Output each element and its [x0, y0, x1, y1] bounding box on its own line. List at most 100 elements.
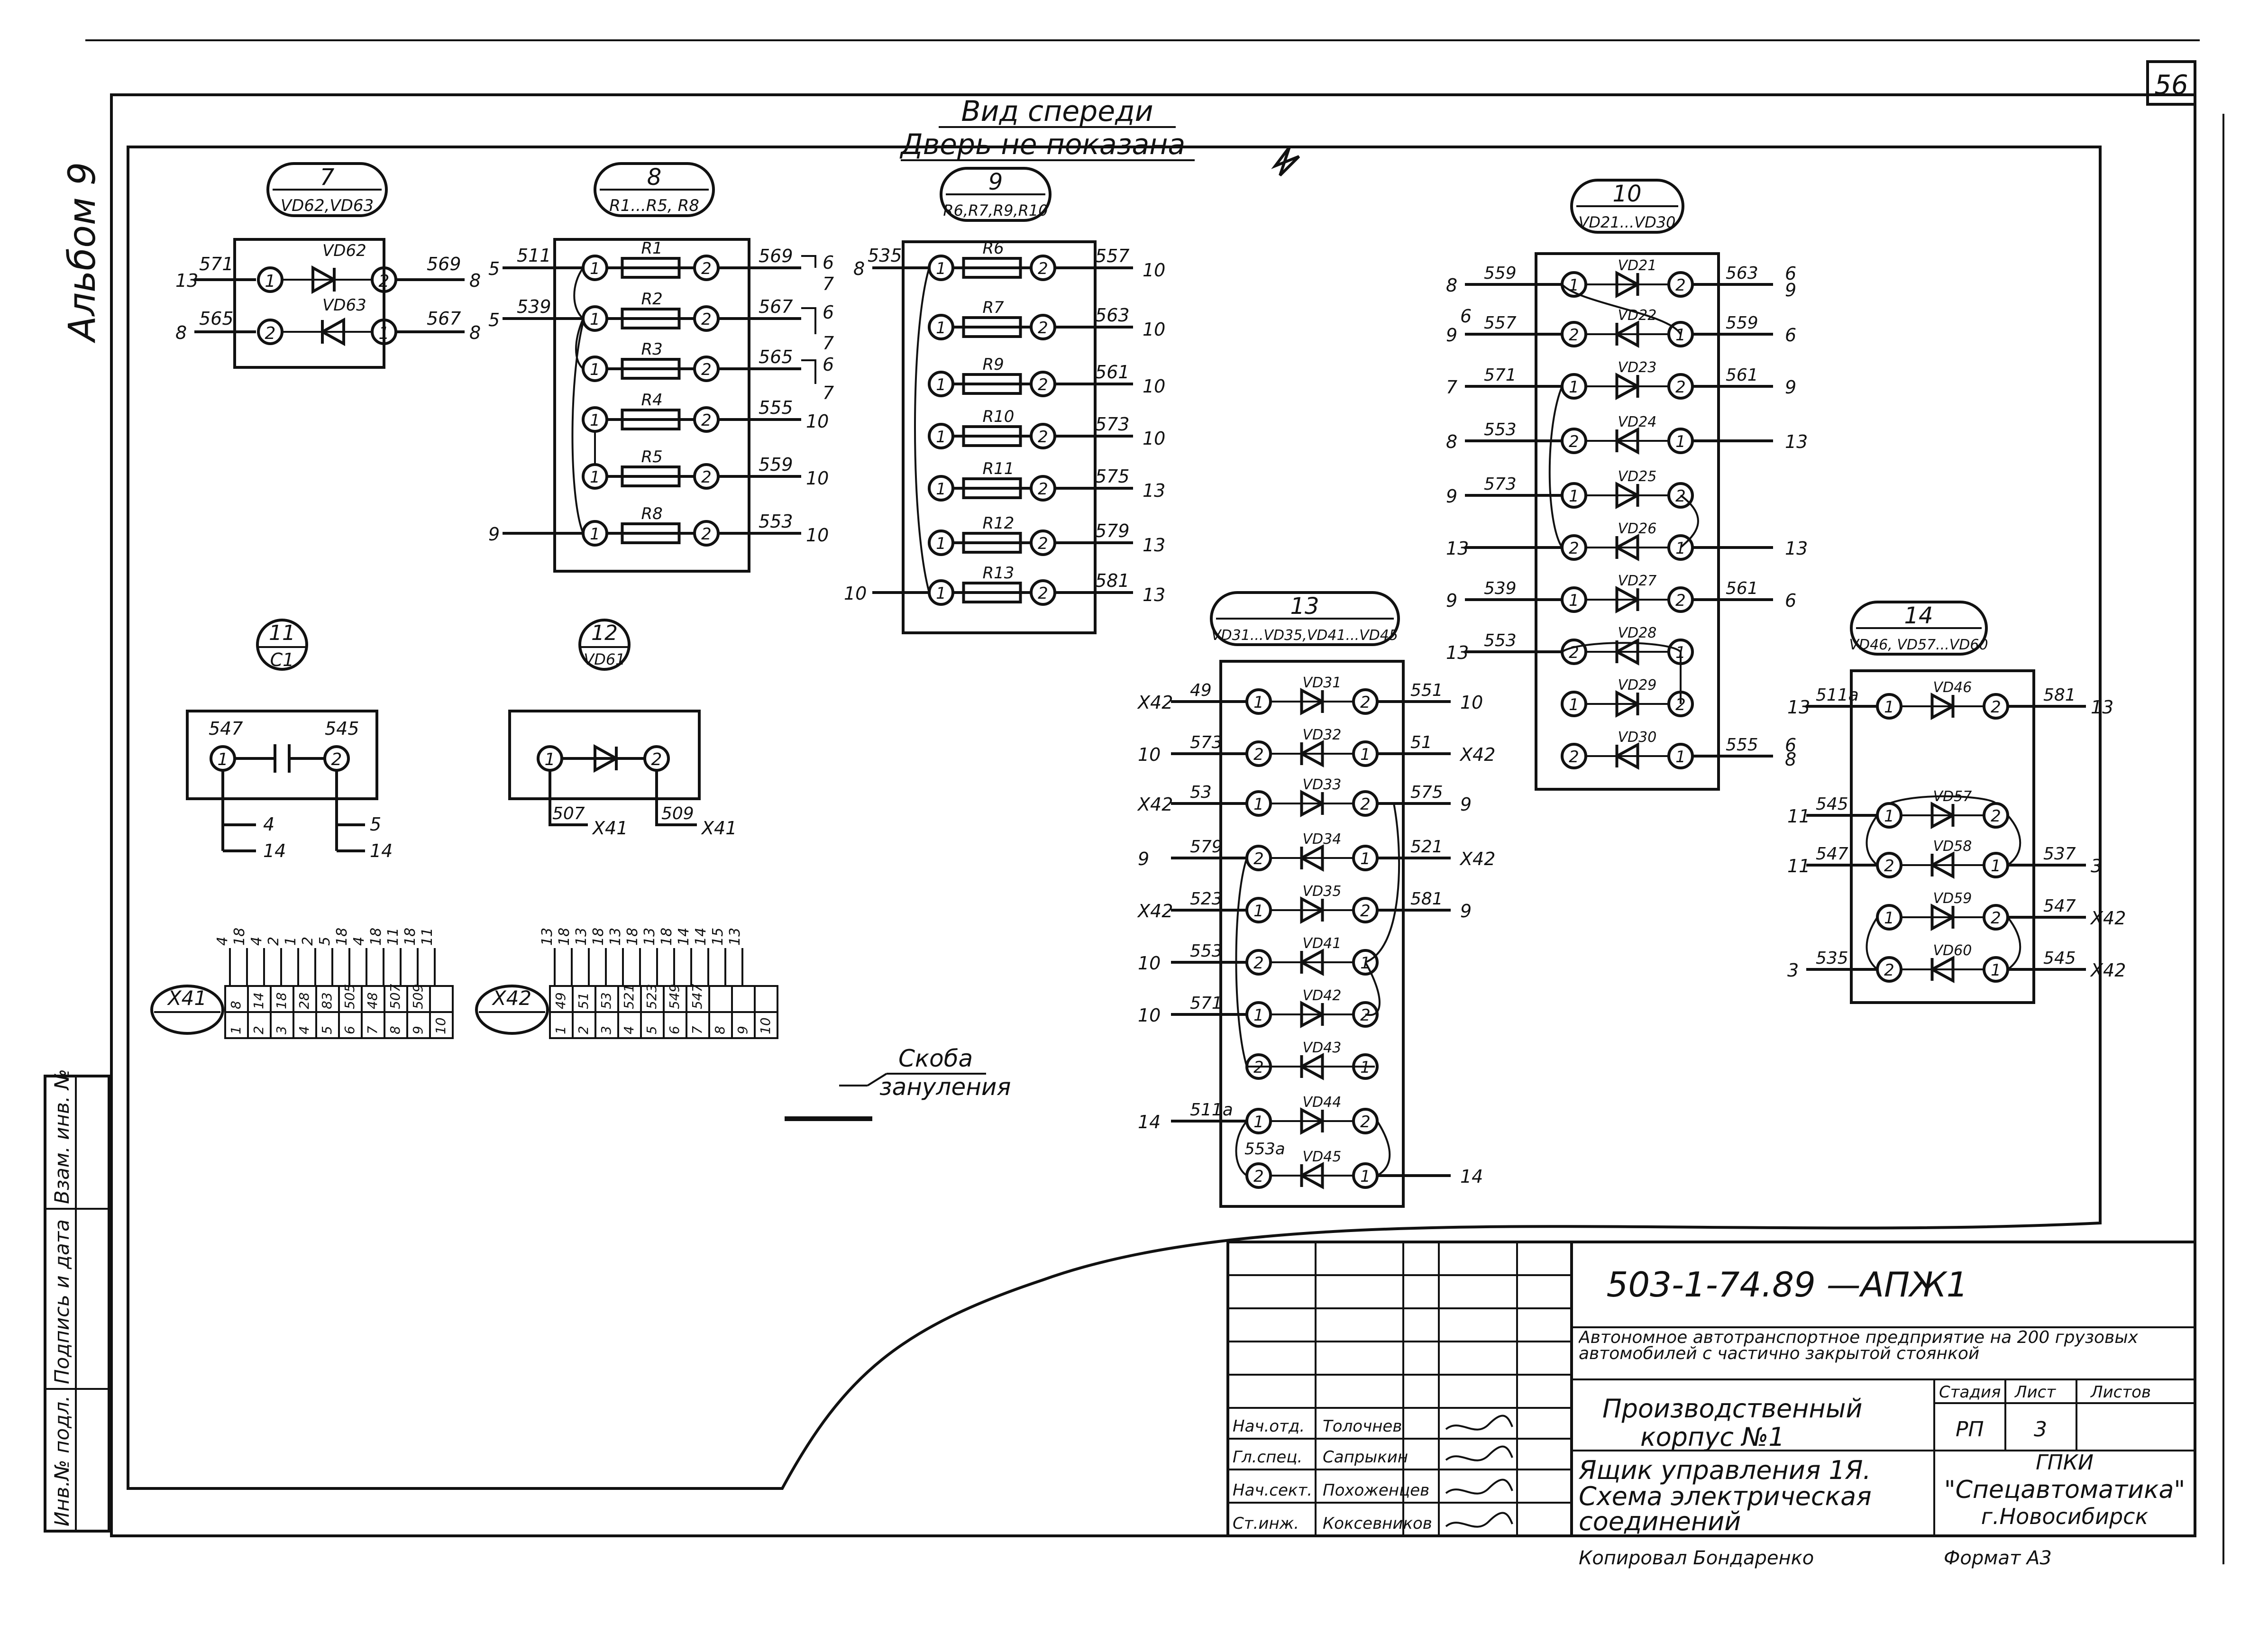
block-9-end-r2: 10	[1143, 319, 1165, 340]
block-9-resistor-4	[962, 425, 1022, 447]
block-13-pin-r5-num: 2	[1360, 902, 1371, 921]
block-9-wire-r5: 575	[1095, 466, 1130, 487]
block-12-end-2: X41	[701, 818, 737, 839]
block-8-resistor-6	[621, 522, 681, 544]
block-9-resistor-3-label: R9	[983, 355, 1004, 374]
block-13-diode-6	[1299, 948, 1324, 977]
block-9-resistor-7	[962, 582, 1022, 603]
block-10-diode-10	[1614, 742, 1639, 770]
x41-label: X41	[167, 986, 207, 1010]
block-11-wire-1: 547	[209, 718, 243, 739]
block-7-diode-2: VD63	[322, 296, 366, 315]
x41-term-5: 5	[319, 1026, 335, 1034]
x42-wire-5: 523	[644, 984, 659, 1009]
block-14-pin-r1-num: 2	[1991, 698, 2001, 717]
sheet-value: 3	[2034, 1417, 2047, 1442]
x42-wire-2: 51	[576, 992, 591, 1009]
block-10-pin-r9-num: 2	[1675, 695, 1686, 714]
x41-term-4: 4	[296, 1026, 312, 1034]
org-line-3: г.Новосибирск	[1981, 1504, 2149, 1529]
block-13-diode-5	[1300, 896, 1326, 924]
block-13-diode-9-label: VD44	[1303, 1094, 1342, 1111]
block-8-end-r8: 10	[806, 468, 829, 489]
x42-term-2: 2	[576, 1026, 591, 1034]
building-line-1: Производственный	[1602, 1394, 1862, 1424]
block-10-end-l6: 9	[1446, 486, 1457, 507]
block-13-pin-l6-num: 2	[1253, 954, 1264, 973]
block-8-pin-l1-num: 1	[590, 259, 600, 278]
block-10-wire-l5: 573	[1484, 475, 1517, 494]
block-9-pin-r7-num: 2	[1038, 584, 1048, 603]
block-11-end-3: 5	[370, 814, 381, 835]
block-11-wire-2: 545	[325, 718, 359, 739]
block-14-diode-5-label: VD60	[1933, 942, 1972, 959]
block-14-pin-l1-num: 1	[1884, 698, 1894, 717]
block-13-diode-10	[1299, 1161, 1324, 1190]
staff-role-2: Гл.спец.	[1233, 1448, 1302, 1467]
block-9-num: 9	[988, 169, 1003, 195]
x41-term-9: 9	[410, 1026, 426, 1034]
x42-label: X42	[492, 986, 531, 1010]
block-9-pin-l3-num: 1	[936, 375, 946, 394]
building-line-2: корпус №1	[1640, 1422, 1785, 1452]
block-8-resistor-4	[621, 409, 681, 430]
stage-value: РП	[1956, 1417, 1984, 1442]
ground-label-1: Скоба	[898, 1045, 973, 1072]
block-10-diode-7-label: VD27	[1618, 573, 1657, 589]
block-13-pin-l4-num: 2	[1253, 849, 1264, 868]
page-number-box	[2146, 60, 2196, 106]
block-13-end-l3: X42	[1137, 794, 1173, 815]
block-7-pin-2: 2	[265, 324, 276, 343]
block-13-parts: VD31...VD35,VD41...VD45	[1211, 627, 1398, 644]
block-8-resistor-3	[621, 358, 681, 380]
block-14-end-l4: 3	[1787, 960, 1799, 981]
block-14-end-r2: 3	[2091, 856, 2102, 876]
sheet-header: Лист	[2014, 1383, 2056, 1402]
x42-term-3: 3	[598, 1026, 614, 1034]
block-10-pin-l2-num: 2	[1569, 326, 1579, 345]
x42-wire-3: 53	[598, 992, 614, 1009]
stamp-inv-no: Инв.№ подл.	[50, 1396, 73, 1526]
x41-top-3: 4	[248, 937, 265, 946]
block-14-pin-l5-num: 2	[1884, 961, 1894, 980]
block-13-end-r4: X42	[1459, 849, 1495, 869]
block-8-pin-r2-num: 2	[701, 310, 712, 329]
block-13-pin-r10-num: 1	[1360, 1167, 1371, 1186]
block-14-end-l3: 11	[1787, 856, 1810, 876]
block-9-pin-l6-num: 1	[936, 534, 946, 553]
block-10-diode-9	[1615, 690, 1641, 718]
x41-wire-3: 18	[274, 992, 289, 1009]
album-label: Альбом 9	[61, 162, 104, 344]
ground-bracket: Скоба зануления	[785, 1045, 1011, 1121]
block-10-wire-l4: 553	[1484, 420, 1517, 439]
block-10-end-l1: 8	[1446, 275, 1457, 296]
block-10-pin-l5-num: 1	[1569, 487, 1579, 506]
block-14-pin-r4-num: 2	[1991, 909, 2001, 928]
staff-role-3: Нач.сект.	[1233, 1481, 1312, 1500]
block-9-resistor-2	[962, 316, 1022, 338]
block-9-wire-r2: 563	[1095, 305, 1130, 326]
block-12-pin-1: 1	[545, 750, 556, 769]
block-8-end-r9: 10	[806, 525, 829, 546]
block-10-end-r6: 13	[1785, 538, 1808, 559]
x42-term-1: 1	[553, 1026, 568, 1034]
x42-wire-7: 547	[689, 984, 705, 1009]
block-10-wire-r1: 563	[1726, 264, 1758, 283]
block-8-wire-r6: 553	[759, 511, 793, 532]
block-13-wire-l9: 553a	[1244, 1140, 1285, 1159]
x42-top-9: 14	[676, 928, 692, 946]
x41-top-8: 18	[334, 928, 350, 946]
x42-top-2: 18	[556, 928, 573, 946]
block-8-resistor-4-label: R4	[641, 391, 663, 410]
page-number: 56	[2154, 70, 2188, 100]
block-8-end-r1: 6	[823, 252, 834, 273]
block-10-diode-6-label: VD26	[1618, 520, 1657, 537]
block-10-parts: VD21...VD30	[1578, 213, 1675, 231]
block-13-end-l1: X42	[1137, 692, 1173, 713]
block-7-end-r1: 8	[469, 270, 481, 291]
block-9-resistor-1	[962, 257, 1022, 279]
block-14-wire-l3: 547	[1816, 844, 1848, 864]
block-10-pin-l3-num: 1	[1569, 378, 1579, 397]
block-10-wire-l6: 539	[1484, 579, 1517, 598]
